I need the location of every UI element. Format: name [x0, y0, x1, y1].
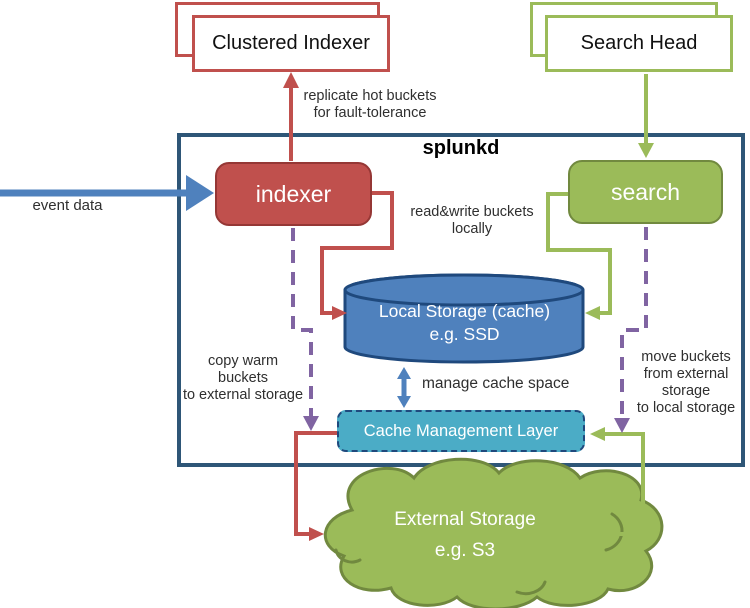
- indexer-to-local-storage-connector: [320, 191, 394, 320]
- copy-warm-buckets-label: copy warm buckets to external storage: [182, 353, 304, 403]
- local-storage-label: Local Storage (cache) e.g. SSD: [378, 301, 551, 344]
- replicate-arrow: [283, 72, 299, 161]
- manage-cache-label: manage cache space: [422, 375, 570, 392]
- replicate-label: replicate hot buckets for fault-toleranc…: [303, 88, 437, 121]
- clustered-indexer-label: Clustered Indexer: [212, 32, 370, 54]
- external-storage-cloud-shape: [324, 457, 664, 608]
- read-write-label: read&write buckets locally: [410, 204, 534, 237]
- external-storage-label: External Storage e.g. S3: [394, 509, 536, 561]
- cache-management-label: Cache Management Layer: [363, 421, 559, 440]
- manage-cache-double-arrow: [397, 367, 411, 408]
- clustered-indexer-node: Clustered Indexer: [192, 15, 390, 72]
- search-head-node: Search Head: [545, 15, 733, 72]
- cache-management-node: Cache Management Layer: [337, 410, 585, 452]
- external-storage-to-cache-connector: [590, 427, 645, 536]
- move-buckets-label: move buckets from external storage to lo…: [636, 349, 736, 416]
- cache-to-external-storage-connector: [294, 431, 337, 541]
- search-purple-dashed-connector: [614, 227, 648, 433]
- local-storage-cylinder-shape: [343, 273, 585, 364]
- search-label: search: [610, 178, 681, 205]
- search-head-to-search-arrow: [638, 74, 654, 158]
- indexer-node: indexer: [215, 162, 372, 226]
- indexer-label: indexer: [255, 180, 332, 207]
- event-data-label: event data: [32, 197, 103, 214]
- search-head-label: Search Head: [580, 32, 698, 54]
- indexer-purple-dashed-connector: [291, 228, 319, 431]
- search-node: search: [568, 160, 723, 224]
- event-data-arrow: [0, 175, 214, 211]
- search-to-local-storage-connector: [546, 192, 612, 320]
- splunkd-title: splunkd: [422, 137, 500, 159]
